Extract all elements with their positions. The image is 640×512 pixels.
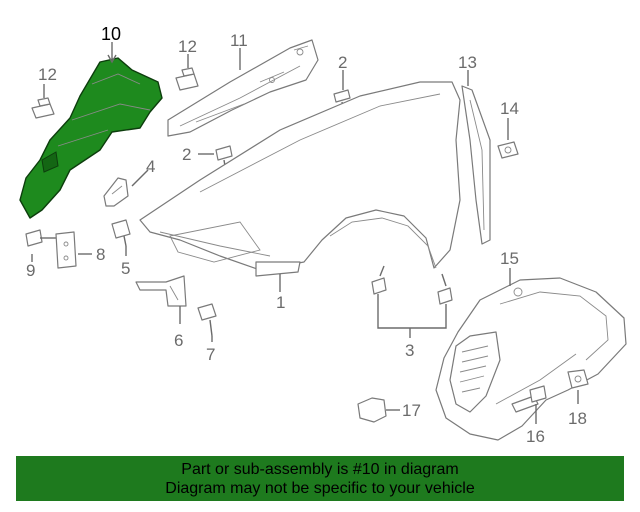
part-11-bracket[interactable] [167,39,319,137]
part-12-clip-center[interactable] [175,67,199,91]
label-17: 17 [402,401,421,420]
label-10: 10 [101,24,121,44]
part-9-bolt[interactable] [25,229,56,247]
label-5: 5 [121,259,130,278]
label-13: 13 [458,53,477,72]
label-6: 6 [174,331,183,350]
label-16: 16 [526,427,545,446]
part-12-clip-left[interactable] [31,97,55,119]
info-banner: Part or sub-assembly is #10 in diagram D… [16,456,624,501]
label-1: 1 [276,293,285,312]
part-6-bracket[interactable] [135,275,187,307]
label-12-left: 12 [38,65,57,84]
label-14: 14 [500,99,519,118]
callout-labels: 10 12 11 2 13 14 12 2 4 9 8 5 1 15 6 7 3… [26,24,587,446]
part-13-seal[interactable] [461,85,491,245]
label-7: 7 [206,345,215,364]
banner-line-2: Diagram may not be specific to your vehi… [165,479,475,497]
part-18-nut[interactable] [567,369,589,389]
part-17-push-clip[interactable] [357,397,387,423]
label-4: 4 [146,157,155,176]
part-14-nut[interactable] [497,141,519,159]
part-7-screw[interactable] [197,303,217,337]
label-18: 18 [568,409,587,428]
part-5-screw[interactable] [111,219,131,247]
part-8-plate[interactable] [55,231,77,269]
label-2-mid: 2 [182,145,191,164]
label-8: 8 [96,245,105,264]
label-11: 11 [230,31,248,50]
label-3: 3 [405,341,414,360]
banner-line-1: Part or sub-assembly is #10 in diagram [181,460,459,478]
part-16-bolt[interactable] [511,385,547,413]
label-12-center: 12 [178,37,197,56]
label-15: 15 [500,249,519,268]
part-1-fender[interactable] [139,81,461,277]
part-4-bracket[interactable] [103,177,129,207]
parts-diagram: 10 12 11 2 13 14 12 2 4 9 8 5 1 15 6 7 3… [19,24,627,446]
label-2-top: 2 [338,53,347,72]
label-9: 9 [26,261,35,280]
part-10-insulator[interactable] [19,57,163,219]
part-3-screws[interactable] [371,265,453,305]
part-15-wheel-liner[interactable] [435,277,627,441]
leader-lines [31,42,579,424]
